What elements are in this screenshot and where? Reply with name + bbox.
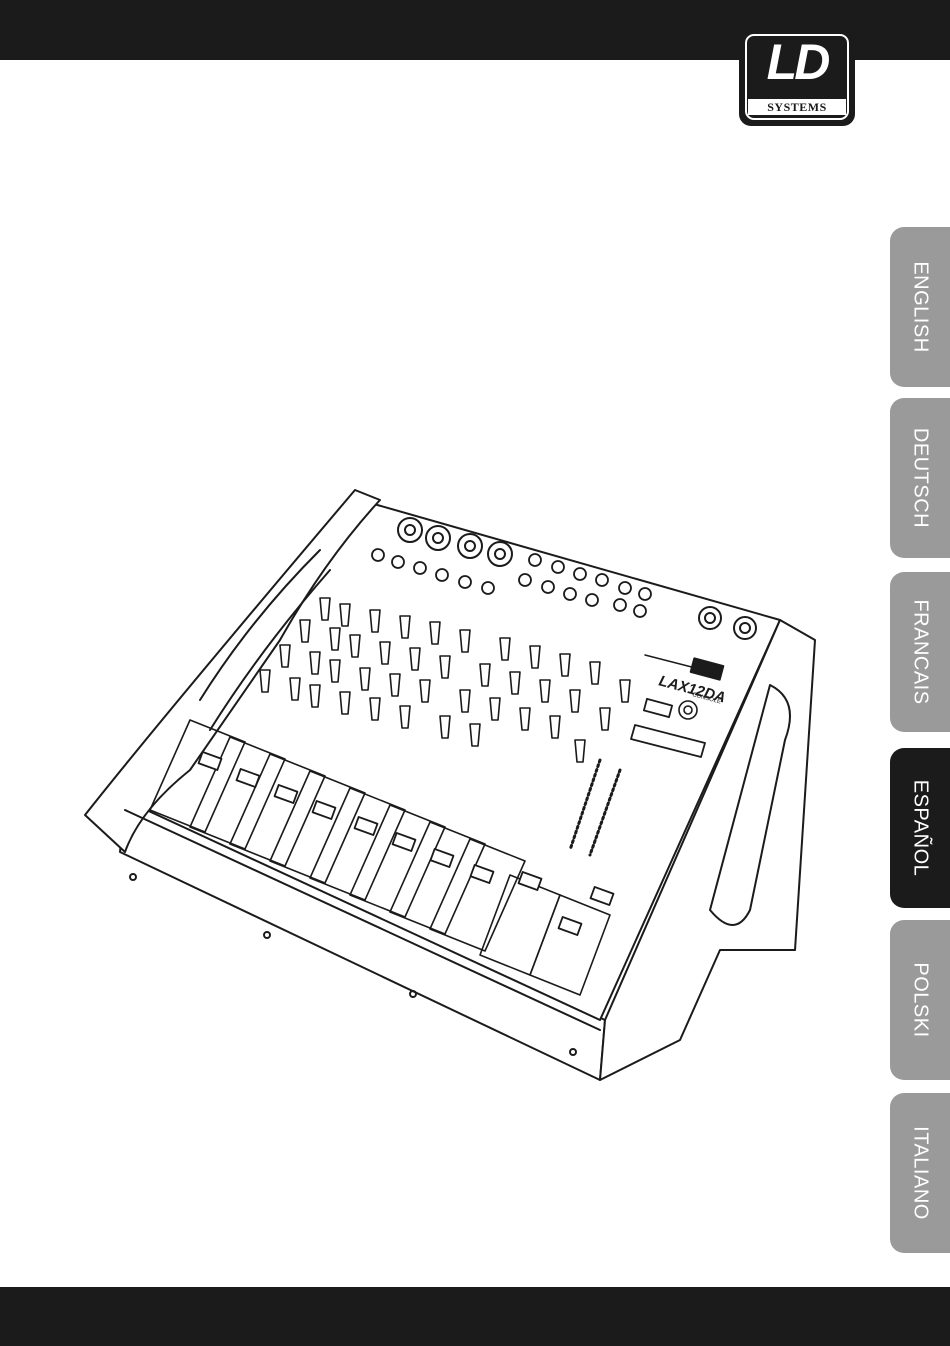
- tab-italiano[interactable]: ITALIANO: [890, 1093, 950, 1253]
- logo-ld-text: LD: [742, 37, 852, 87]
- tab-francais[interactable]: FRANCAIS: [890, 572, 950, 732]
- tab-english-label: ENGLISH: [909, 261, 932, 352]
- tab-english[interactable]: ENGLISH: [890, 227, 950, 387]
- ld-systems-logo: LD SYSTEMS: [739, 28, 855, 126]
- mixer-body: [85, 490, 815, 1080]
- tab-espanol[interactable]: ESPAÑOL: [890, 748, 950, 908]
- logo-systems-text: SYSTEMS: [748, 99, 846, 115]
- mixer-illustration: LAX12DA CONSOLE: [80, 480, 820, 1120]
- tab-francais-label: FRANCAIS: [909, 599, 932, 704]
- tab-italiano-label: ITALIANO: [909, 1126, 932, 1220]
- tab-deutsch-label: DEUTSCH: [909, 428, 932, 528]
- tab-polski[interactable]: POLSKI: [890, 920, 950, 1080]
- bottom-bar: [0, 1287, 950, 1346]
- tab-espanol-label: ESPAÑOL: [909, 780, 932, 877]
- tab-polski-label: POLSKI: [909, 962, 932, 1037]
- tab-deutsch[interactable]: DEUTSCH: [890, 398, 950, 558]
